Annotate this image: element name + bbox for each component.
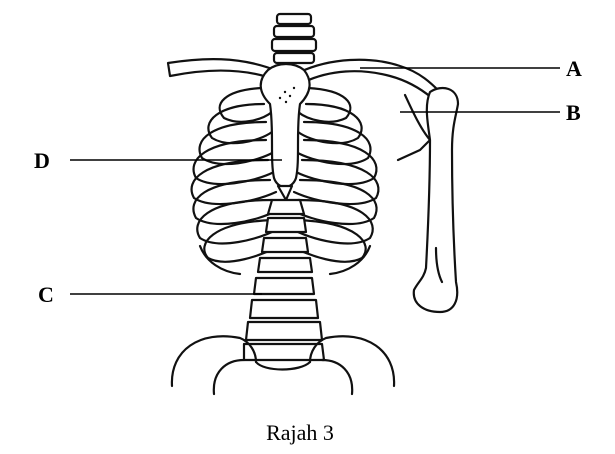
sternum [259, 62, 311, 202]
label-c: C [38, 282, 54, 307]
humerus [412, 86, 460, 314]
rib-cage [190, 86, 380, 276]
vertebral-column [242, 198, 326, 362]
figure-caption: Rajah 3 [266, 420, 334, 445]
scapula [396, 93, 432, 162]
cervical-vertebrae [270, 12, 318, 65]
pelvis [170, 335, 396, 396]
label-d: D [34, 148, 50, 173]
label-a: A [566, 56, 582, 81]
label-b: B [566, 100, 581, 125]
